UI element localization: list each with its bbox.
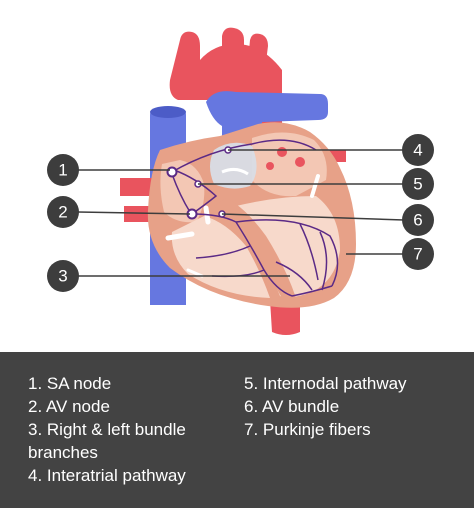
legend-panel: 1. SA node 2. AV node 3. Right & left bu…	[0, 352, 474, 508]
marker-7: 7	[402, 238, 434, 270]
legend-item-purkinje-fibers: 7. Purkinje fibers	[244, 420, 371, 439]
valve-ring	[210, 142, 257, 189]
pulmonary-vein-opening-3	[266, 162, 274, 170]
heart-illustration: 1 2 3 4 5 6 7	[47, 27, 434, 335]
sa-node-dot	[166, 166, 178, 178]
marker-2: 2	[47, 196, 79, 228]
marker-5: 5	[402, 168, 434, 200]
legend-column-right: 5. Internodal pathway 6. AV bundle 7. Pu…	[244, 372, 464, 441]
leader-lines	[77, 149, 405, 277]
pulmonary-vein-opening-1	[277, 147, 287, 157]
purkinje-5	[319, 231, 328, 291]
leader-2	[77, 211, 191, 215]
legend-item-bundle-branches: 3. Right & left bundle branches	[28, 420, 186, 462]
legend-item-internodal-pathway: 5. Internodal pathway	[244, 374, 407, 393]
purkinje-3	[195, 245, 251, 259]
internodal-pathway-line	[171, 173, 191, 213]
legend-item-av-bundle: 6. AV bundle	[244, 397, 340, 416]
marker-6-number: 6	[413, 211, 422, 230]
marker-5-number: 5	[413, 175, 422, 194]
vena-cava-opening	[150, 106, 186, 118]
left-atrium	[252, 132, 327, 197]
internodal-pathway-line-2	[173, 169, 218, 215]
interatrial-pathway-line	[171, 139, 317, 173]
purkinje-4	[299, 223, 319, 281]
purkinje-6	[275, 261, 313, 291]
purkinje-1	[291, 285, 333, 297]
marker-4: 4	[402, 134, 434, 166]
marker-4-number: 4	[413, 141, 422, 160]
aortic-branch-2	[248, 33, 268, 62]
right-ventricle	[171, 216, 270, 298]
aortic-branch-1	[222, 27, 244, 56]
bundle-branch-left	[235, 219, 339, 287]
legend-item-interatrial-pathway: 4. Interatrial pathway	[28, 466, 186, 485]
marker-6: 6	[402, 204, 434, 236]
leader-6	[221, 213, 405, 221]
marker-3-number: 3	[58, 267, 67, 286]
aorta-bottom	[270, 300, 300, 335]
valve-leaflet	[221, 167, 249, 176]
marker-2-number: 2	[58, 203, 67, 222]
conduction-system	[171, 139, 339, 297]
legend-item-av-node: 2. AV node	[28, 397, 110, 416]
marker-7-number: 7	[413, 245, 422, 264]
pulmonary-vein-opening-2	[295, 157, 305, 167]
legend-item-sa-node: 1. SA node	[28, 374, 112, 393]
left-ventricle	[236, 196, 340, 298]
marker-3: 3	[47, 260, 79, 292]
marker-1: 1	[47, 154, 79, 186]
legend-column-left: 1. SA node 2. AV node 3. Right & left bu…	[28, 372, 238, 487]
septum	[214, 198, 296, 298]
marker-1-number: 1	[58, 161, 67, 180]
